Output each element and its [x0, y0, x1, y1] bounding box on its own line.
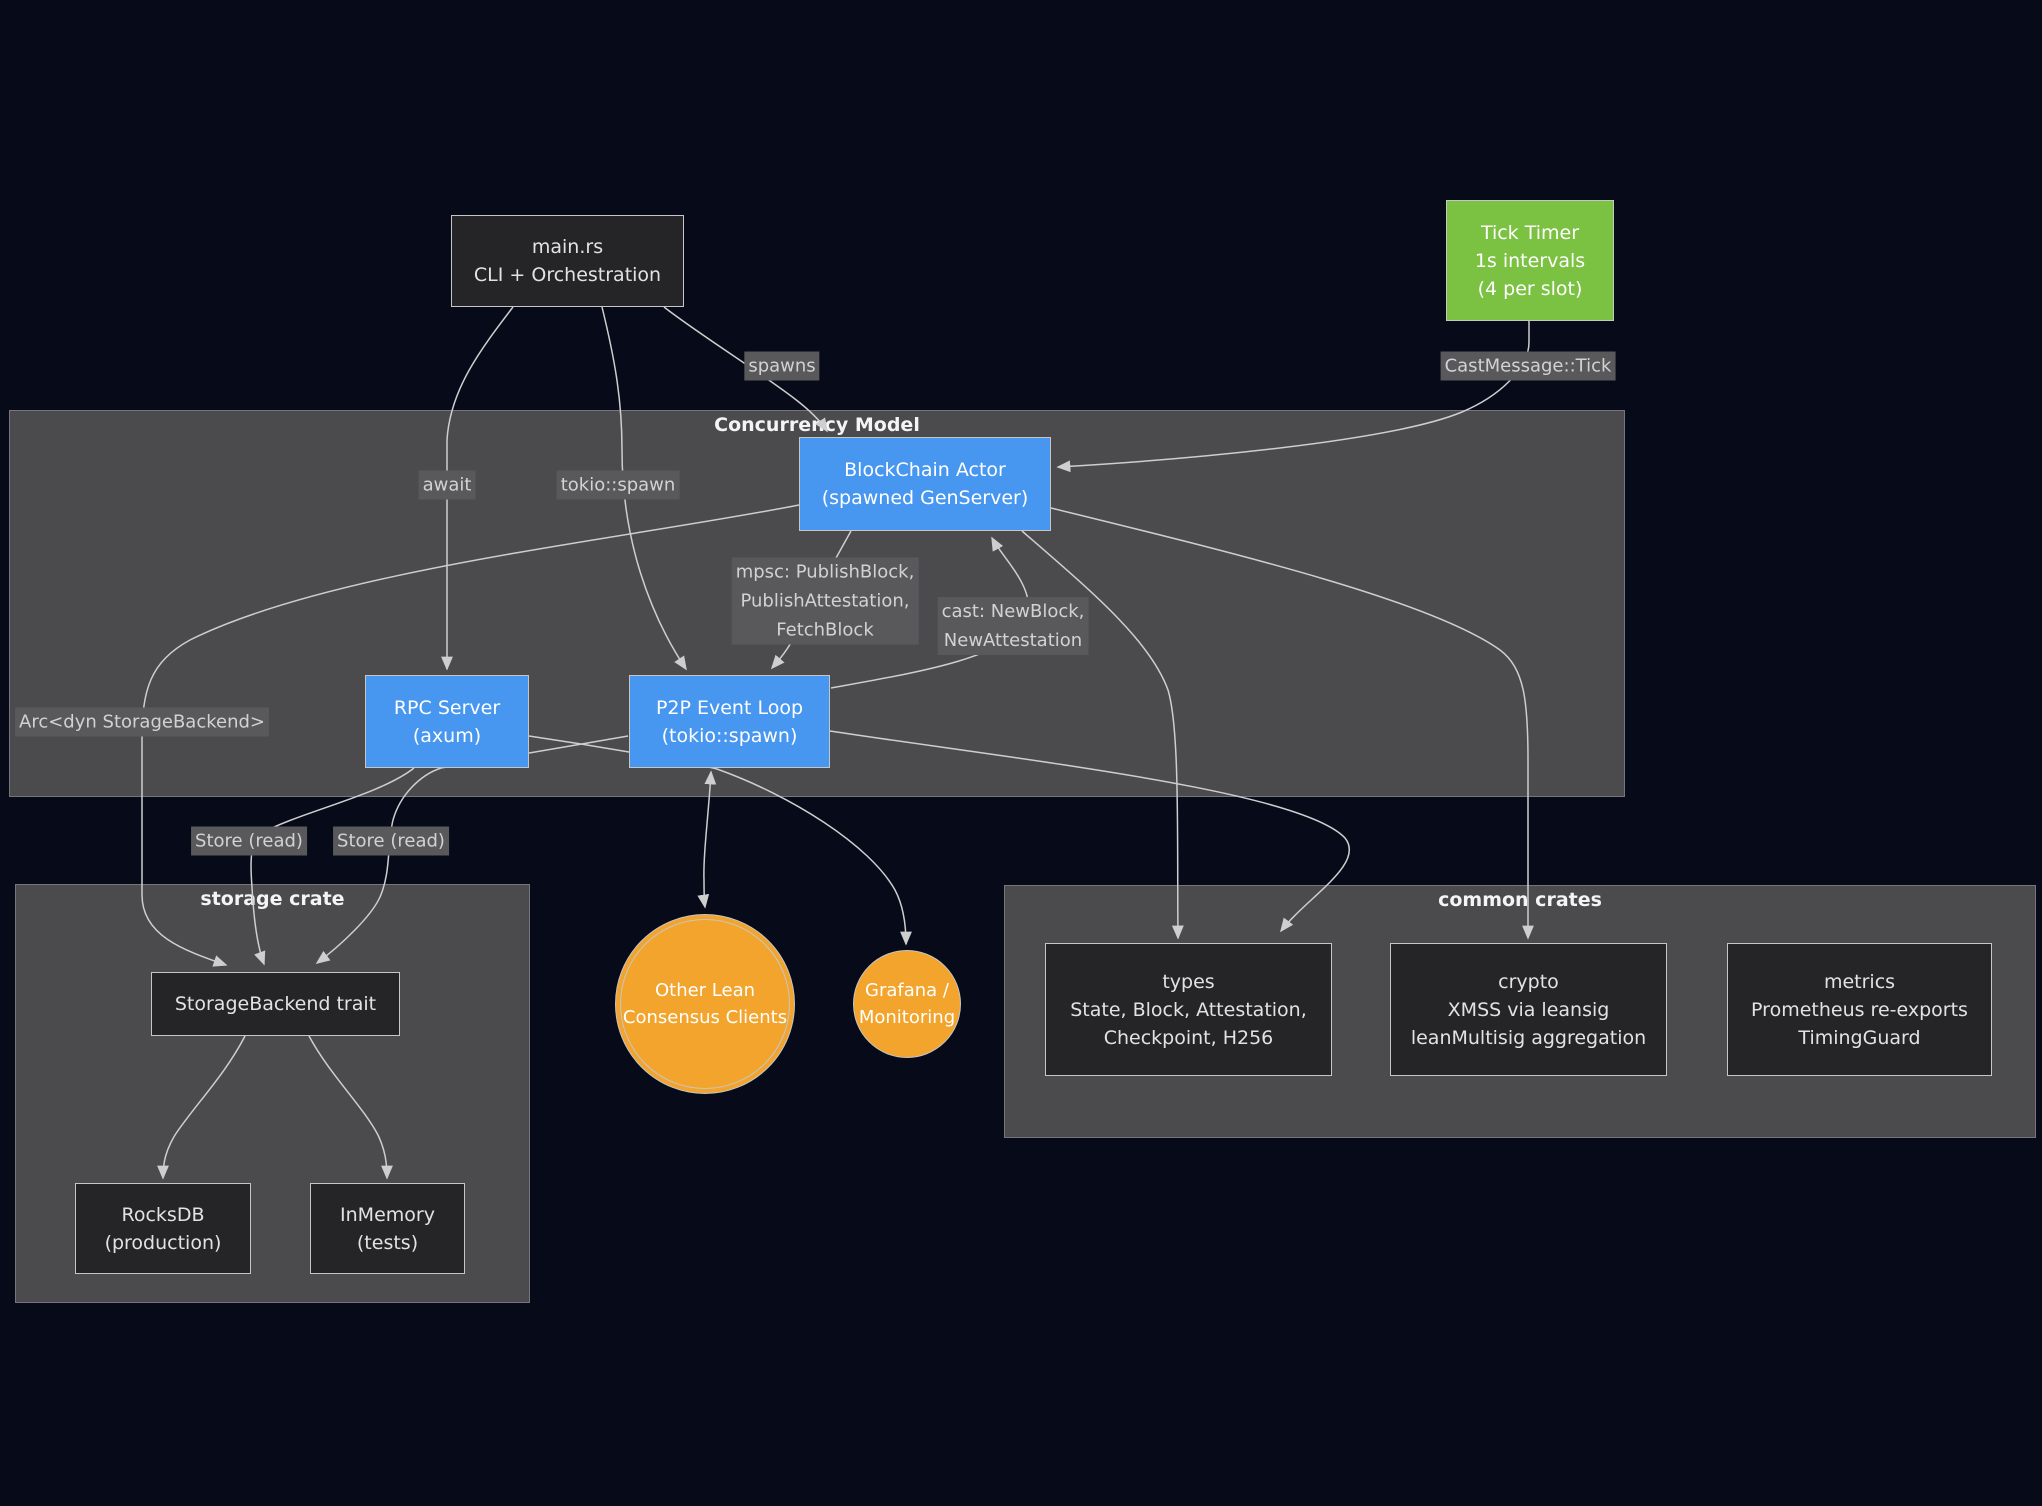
edge-label-tokio-spawn: tokio::spawn	[556, 470, 680, 500]
node-main-rs: main.rs CLI + Orchestration	[451, 215, 684, 307]
edge-tick-timer-to-blockchain-actor	[1056, 321, 1530, 473]
edge-main-rs-to-rpc-server	[441, 306, 514, 671]
edge-blockchain-actor-to-storage-backend-trait	[141, 504, 800, 967]
edge-p2p-event-loop-to-other-clients	[697, 770, 717, 909]
node-storage-backend-trait: StorageBackend trait	[151, 972, 400, 1036]
edge-label-arc-storagebackend: Arc<dyn StorageBackend>	[15, 707, 269, 737]
edge-label-castmessage-tick: CastMessage::Tick	[1440, 351, 1616, 381]
node-inmemory: InMemory (tests)	[310, 1183, 465, 1274]
node-other-lean-consensus-clients: Other Lean Consensus Clients	[615, 914, 795, 1094]
edge-blockchain-actor-to-types	[1021, 530, 1184, 940]
edge-storage-backend-trait-to-rocksdb	[157, 1035, 246, 1180]
cluster-common-crates-title: common crates	[1438, 889, 1602, 911]
edge-label-await: await	[418, 470, 476, 500]
edge-label-mpsc: mpsc: PublishBlock, PublishAttestation, …	[731, 557, 919, 645]
edge-main-rs-to-blockchain-actor	[663, 306, 828, 433]
edge-label-store-read-1: Store (read)	[191, 826, 307, 856]
edge-main-rs-to-p2p-event-loop	[601, 306, 687, 671]
node-blockchain-actor: BlockChain Actor (spawned GenServer)	[799, 437, 1051, 531]
edge-label-cast: cast: NewBlock, NewAttestation	[937, 597, 1089, 655]
edge-label-spawns: spawns	[744, 351, 820, 381]
edge-p2p-event-loop-to-types	[829, 730, 1351, 933]
edge-blockchain-actor-to-crypto	[1050, 507, 1534, 940]
edge-rpc-server-to-storage-backend-trait	[250, 767, 415, 966]
node-tick-timer: Tick Timer 1s intervals (4 per slot)	[1446, 200, 1614, 321]
node-metrics: metrics Prometheus re-exports TimingGuar…	[1727, 943, 1992, 1076]
node-types: types State, Block, Attestation, Checkpo…	[1045, 943, 1332, 1076]
node-rpc-server: RPC Server (axum)	[365, 675, 529, 768]
edge-storage-backend-trait-to-inmemory	[308, 1035, 393, 1180]
cluster-storage-crate-title: storage crate	[200, 888, 345, 910]
edge-label-store-read-2: Store (read)	[333, 826, 449, 856]
node-p2p-event-loop: P2P Event Loop (tokio::spawn)	[629, 675, 830, 768]
node-crypto: crypto XMSS via leansig leanMultisig agg…	[1390, 943, 1667, 1076]
node-grafana-monitoring: Grafana / Monitoring	[853, 950, 961, 1058]
node-rocksdb: RocksDB (production)	[75, 1183, 251, 1274]
edge-rpc-server-to-grafana	[528, 735, 912, 946]
